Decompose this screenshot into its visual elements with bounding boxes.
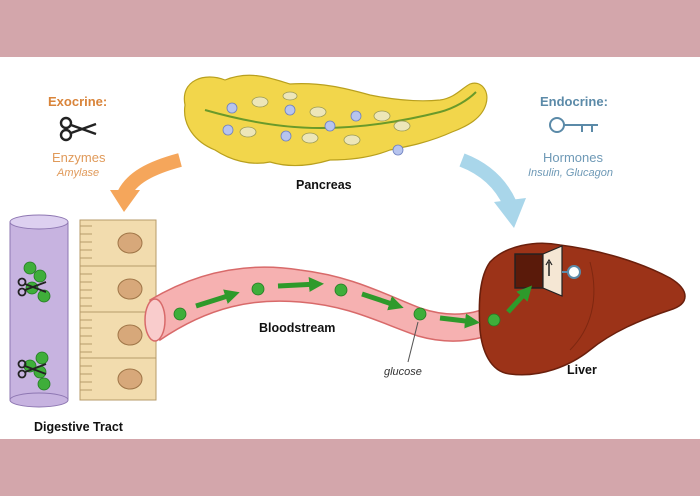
- endocrine-arrowhead: [494, 198, 526, 228]
- exocrine-product: Enzymes: [52, 150, 106, 165]
- glucose-molecule: [413, 307, 427, 321]
- digestive-tract-label: Digestive Tract: [34, 420, 123, 434]
- exocrine-arrow: [117, 153, 182, 198]
- bloodstream-vessel: [144, 266, 547, 342]
- glucose-molecule: [251, 282, 265, 296]
- pancreas-organ: [183, 74, 488, 167]
- scissors-icon: [17, 359, 47, 379]
- exocrine-example: Amylase: [57, 167, 100, 179]
- glucose-molecule: [334, 283, 348, 297]
- pancreas-label: Pancreas: [296, 178, 352, 192]
- intestinal-cells: [79, 219, 157, 401]
- endocrine-arrow: [459, 153, 517, 208]
- glucose-pointer: [407, 321, 419, 363]
- key-icon: [549, 117, 598, 133]
- endocrine-product: Hormones: [543, 150, 603, 165]
- liver-label: Liver: [567, 363, 597, 377]
- glucose-label: glucose: [384, 366, 422, 378]
- glucose-flow-arrows: [195, 276, 533, 329]
- scissors-icon: [17, 277, 47, 297]
- endocrine-example: Insulin, Glucagon: [528, 167, 613, 179]
- glucose-molecule: [487, 313, 501, 327]
- door-icon: [514, 245, 563, 297]
- glucose-molecule: [173, 307, 187, 321]
- endocrine-title: Endocrine:: [540, 94, 608, 109]
- exocrine-title: Exocrine:: [48, 94, 108, 109]
- scissors-icon: [59, 116, 97, 142]
- exocrine-arrowhead: [110, 190, 140, 212]
- bloodstream-label: Bloodstream: [259, 321, 336, 335]
- glucose-molecules: [173, 282, 501, 327]
- key-icon: [562, 265, 581, 279]
